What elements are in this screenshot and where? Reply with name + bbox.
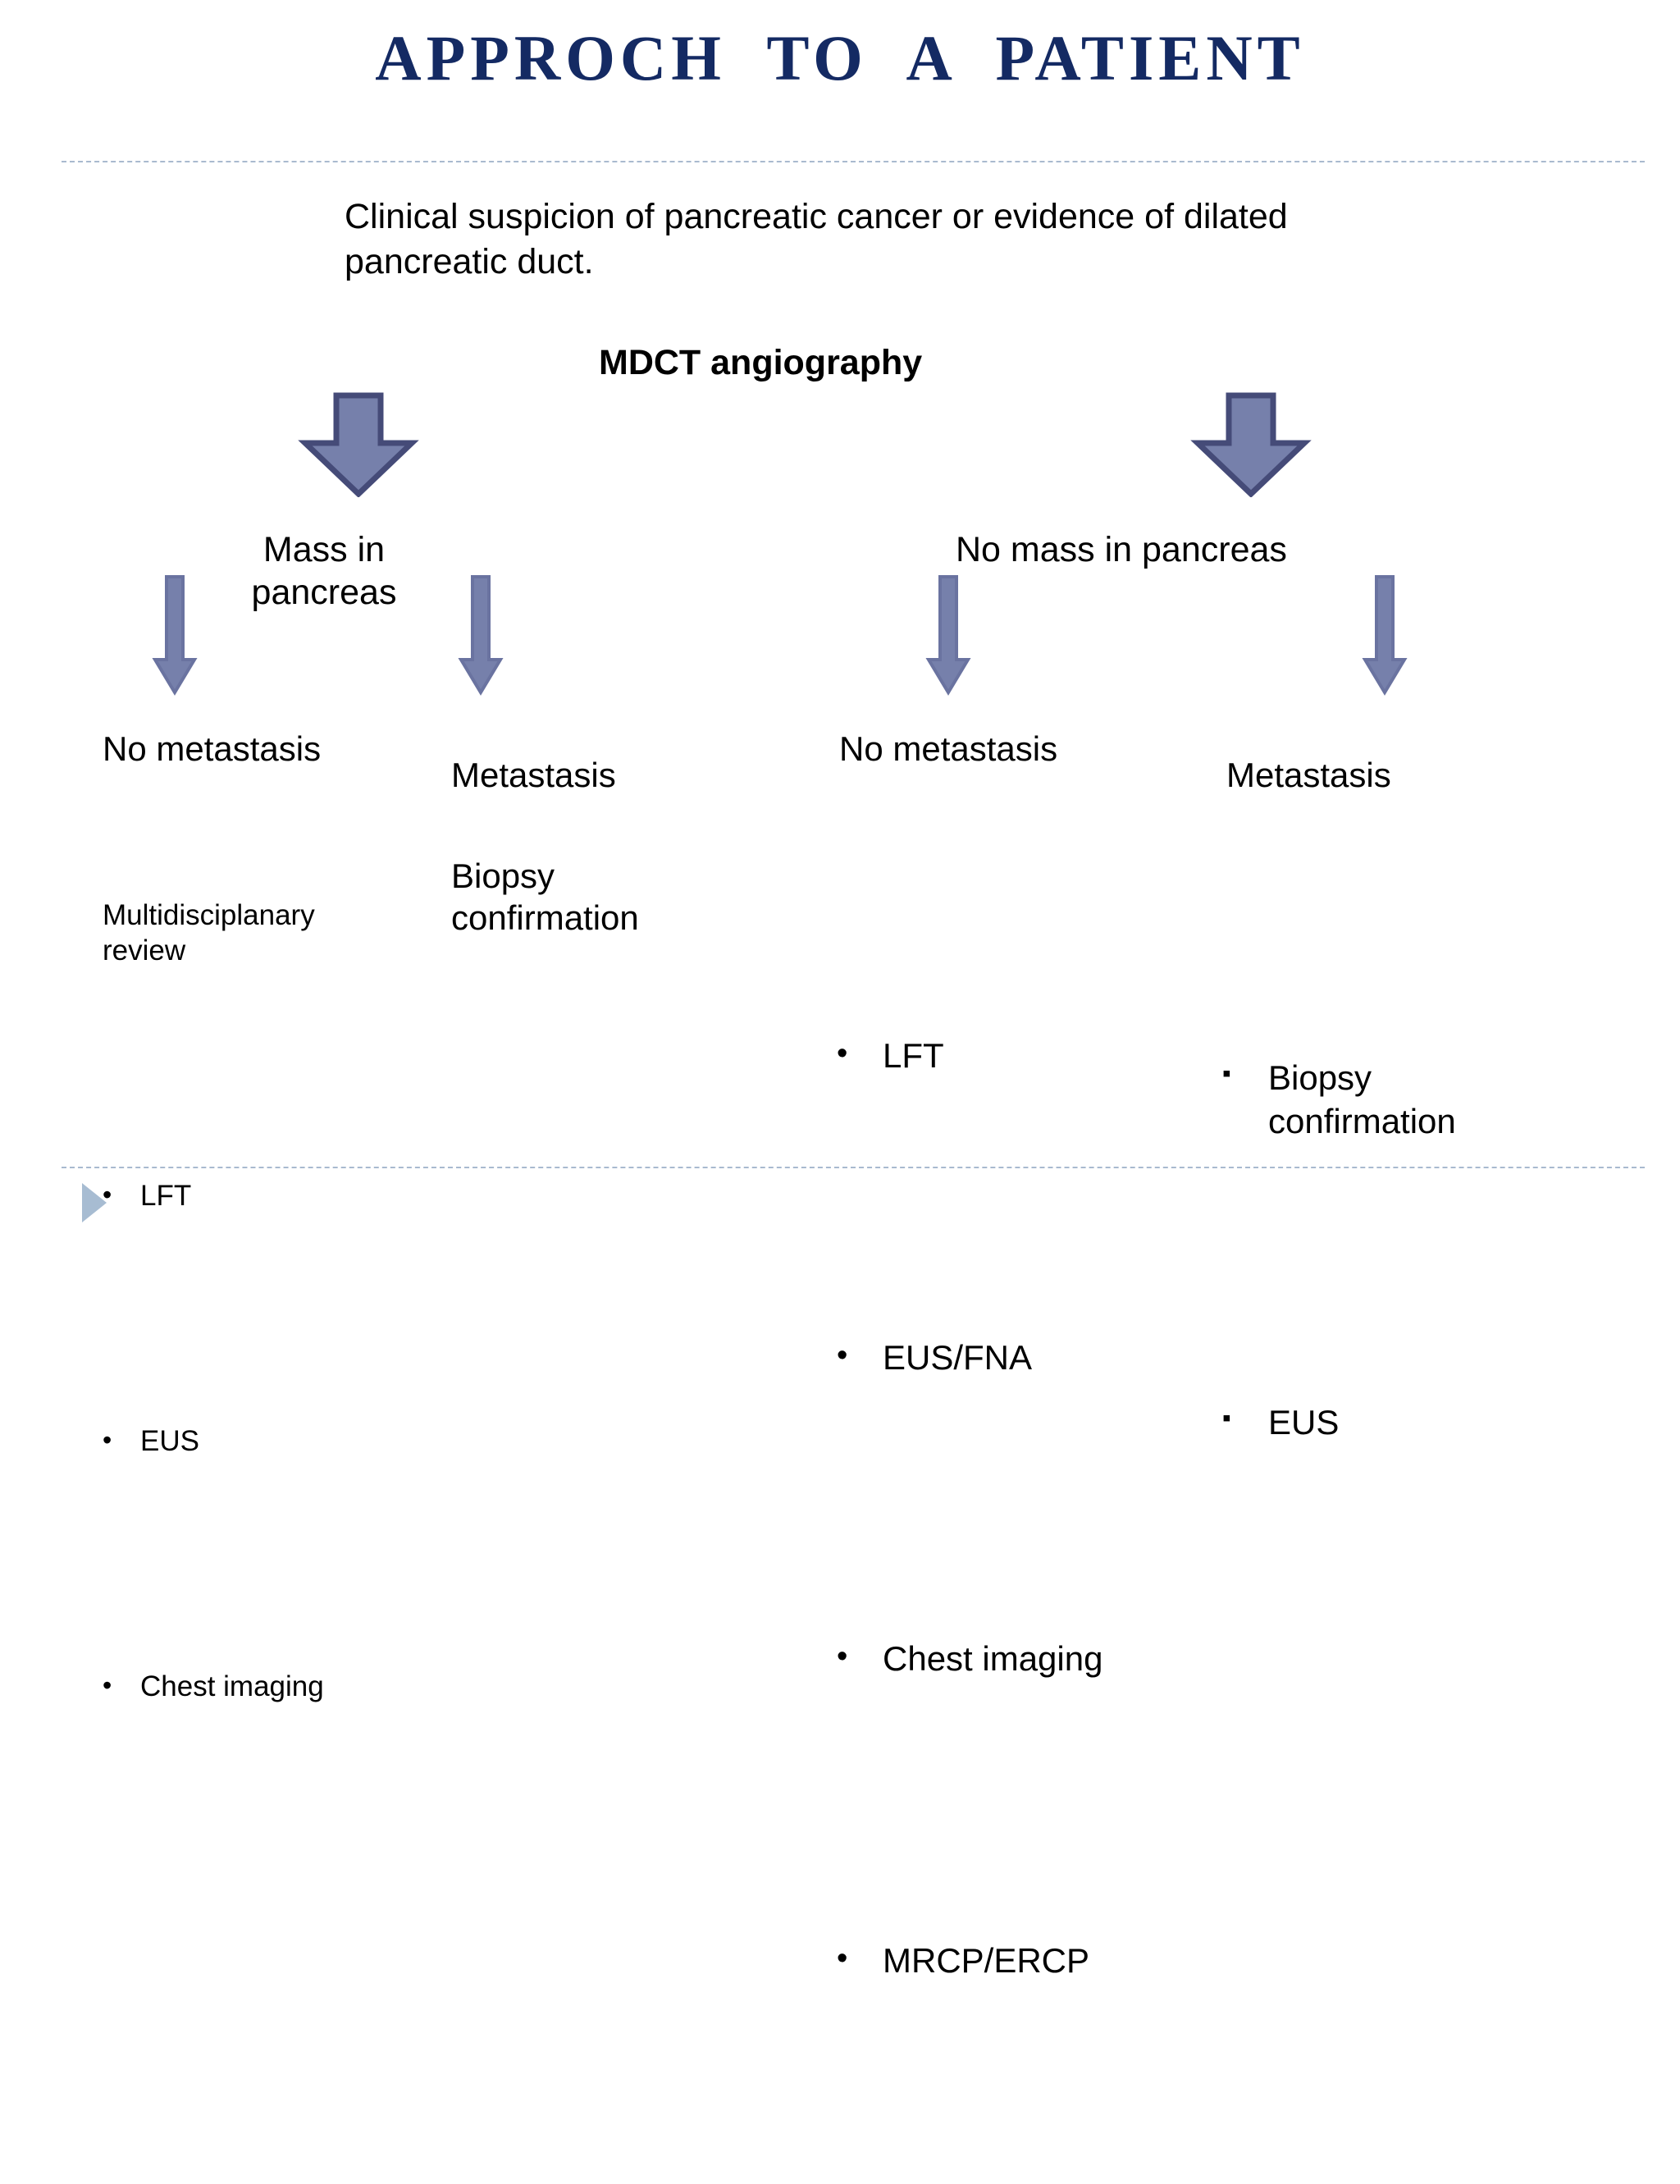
bullet-disc-icon: •: [837, 1940, 848, 1976]
column-3-body: • LFT • EUS/FNA • Chest imaging •: [837, 833, 1132, 2184]
column-4-body: ▪ Biopsy confirmation ▪ EUS: [1222, 855, 1550, 1647]
thin-down-arrow-4: [1362, 574, 1408, 696]
bullet-disc-icon: •: [837, 1337, 848, 1373]
bullet-square-icon: ▪: [1222, 1405, 1231, 1432]
column-4-bullet-list: ▪ Biopsy confirmation ▪ EUS: [1222, 884, 1550, 1617]
column-1-subheading: Multidisciplanary review: [103, 899, 323, 967]
column-3-heading: No metastasis: [839, 729, 1058, 768]
list-item: ▪ Biopsy confirmation: [1222, 971, 1550, 1229]
bullet-disc-icon: •: [103, 1179, 112, 1209]
list-item: ▪ EUS: [1222, 1315, 1550, 1531]
list-item: • LFT: [837, 948, 1132, 1164]
list-item: • EUS/FNA: [837, 1250, 1132, 1466]
column-2-heading: Metastasis: [451, 756, 616, 794]
list-item: • MRCP/ERCP: [837, 1853, 1132, 2069]
list-item-label: LFT: [140, 1179, 192, 1212]
branch-label-no-mass: No mass in pancreas: [956, 530, 1287, 569]
list-item: • Chest imaging: [837, 1551, 1132, 1767]
thin-down-arrow-3: [925, 574, 971, 696]
slide-canvas: APPROCH TO A PATIENT Clinical suspicion …: [62, 22, 1645, 1980]
list-item-label: EUS: [1268, 1403, 1340, 1442]
thin-down-arrow-2: [458, 574, 504, 696]
column-1-body: Multidisciplanary review • LFT • EUS • C…: [103, 829, 386, 1914]
bottom-divider: [62, 1167, 1645, 1168]
list-item: • Chest imaging: [103, 1599, 386, 1774]
bullet-disc-icon: •: [103, 1424, 112, 1455]
list-item: • EUS: [103, 1354, 386, 1528]
branch-label-mass: Mass in pancreas: [251, 530, 397, 612]
big-down-arrow-right: [1189, 392, 1312, 497]
column-1-heading: No metastasis: [103, 729, 322, 768]
play-triangle-icon[interactable]: [82, 1183, 107, 1222]
big-down-arrow-left: [297, 392, 420, 497]
lead-statement: Clinical suspicion of pancreatic cancer …: [345, 197, 1298, 282]
top-divider: [62, 161, 1645, 162]
column-1-bullet-list: • LFT • EUS • Chest imaging: [103, 1039, 386, 1844]
list-item-label: Chest imaging: [883, 1639, 1103, 1678]
bullet-disc-icon: •: [103, 1670, 112, 1700]
list-item: • LFT: [103, 1109, 386, 1284]
column-4-heading: Metastasis: [1226, 756, 1391, 794]
page-title: APPROCH TO A PATIENT: [375, 22, 1305, 94]
list-item-label: EUS: [140, 1424, 199, 1457]
bullet-disc-icon: •: [837, 1036, 848, 1071]
thin-down-arrow-1: [152, 574, 198, 696]
column-3-bullet-list: • LFT • EUS/FNA • Chest imaging •: [837, 862, 1132, 2154]
list-item-label: Chest imaging: [140, 1670, 324, 1702]
bullet-disc-icon: •: [837, 1639, 848, 1674]
column-2-body: Biopsy confirmation: [451, 857, 639, 938]
list-item-label: LFT: [883, 1036, 944, 1075]
list-item-label: EUS/FNA: [883, 1337, 1033, 1377]
bullet-square-icon: ▪: [1222, 1060, 1231, 1087]
list-item-label: Biopsy confirmation: [1268, 1058, 1456, 1140]
modality-label: MDCT angiography: [599, 343, 923, 382]
list-item-label: MRCP/ERCP: [883, 1940, 1090, 1980]
